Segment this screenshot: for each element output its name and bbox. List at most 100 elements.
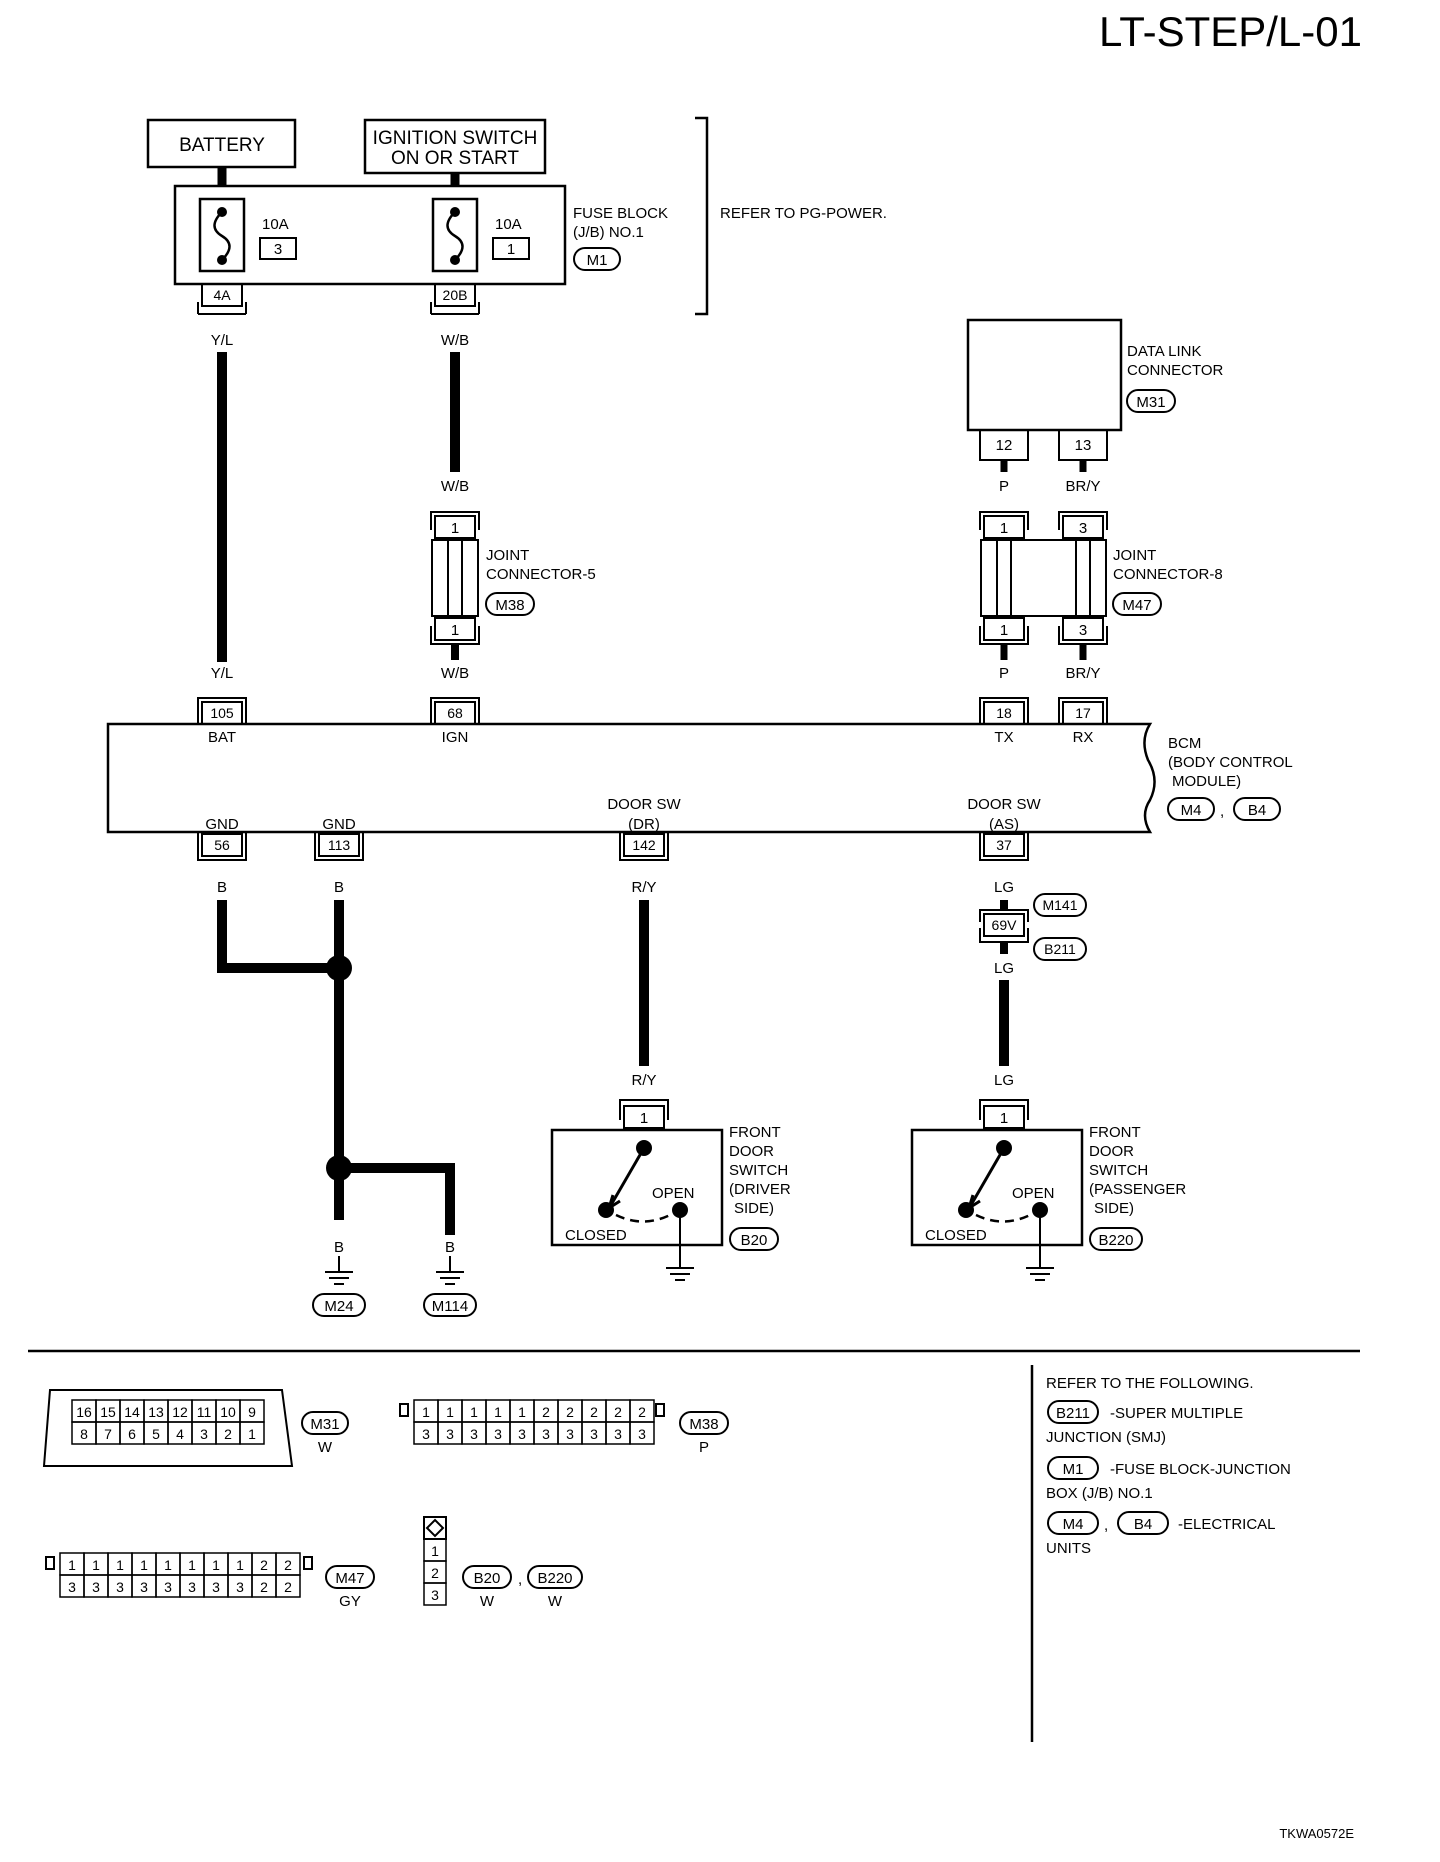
jc5-bottom-pin: 1 bbox=[451, 622, 459, 639]
connector-m31-pin-label: 6 bbox=[128, 1426, 136, 1442]
fuse-1-amp: 10A bbox=[262, 216, 289, 233]
bcm-label-as: (AS) bbox=[989, 816, 1019, 833]
svg-text:18: 18 bbox=[996, 705, 1012, 721]
driver-switch-pin: 1 bbox=[640, 1110, 648, 1127]
bcm-pin-113: 113 bbox=[314, 832, 364, 861]
connector-m38-pin-label: 3 bbox=[638, 1426, 646, 1442]
refer-2-line2: BOX (J/B) NO.1 bbox=[1046, 1485, 1153, 1502]
svg-text:M141: M141 bbox=[1042, 897, 1077, 913]
bcm-label-rx: RX bbox=[1073, 729, 1094, 746]
connector-m31-pin-label: 14 bbox=[124, 1404, 140, 1420]
driver-switch-label-1: FRONT bbox=[729, 1124, 781, 1141]
connector-m38-badge: M38 bbox=[679, 1411, 729, 1435]
fuse-2-icon bbox=[446, 211, 464, 261]
passenger-switch-label-1: FRONT bbox=[1089, 1124, 1141, 1141]
bcm-label-1: BCM bbox=[1168, 735, 1201, 752]
connector-m47-pin-label: 2 bbox=[260, 1579, 268, 1595]
connector-b220-color: W bbox=[548, 1593, 563, 1610]
svg-text:M4: M4 bbox=[1063, 1516, 1084, 1533]
bcm-label-3: MODULE) bbox=[1172, 773, 1241, 790]
ignition-label-line2: ON OR START bbox=[391, 148, 519, 169]
fuse-terminal-4a-label: 4A bbox=[213, 287, 231, 303]
driver-switch-label-3: SWITCH bbox=[729, 1162, 788, 1179]
jc5-label-1: JOINT bbox=[486, 547, 529, 564]
connector-m38-color: P bbox=[699, 1439, 709, 1456]
connector-m38-pin-label: 1 bbox=[494, 1404, 502, 1420]
connector-m31-pin-label: 11 bbox=[197, 1404, 212, 1420]
passenger-switch-label-4: (PASSENGER bbox=[1089, 1181, 1186, 1198]
dlc-label-1: DATA LINK bbox=[1127, 343, 1201, 360]
svg-text:B211: B211 bbox=[1056, 1405, 1090, 1422]
connector-m47-pin-label: 1 bbox=[212, 1557, 220, 1573]
connector-m47-pin-label: 1 bbox=[116, 1557, 124, 1573]
ground-badge-m114: M114 bbox=[423, 1293, 477, 1317]
connector-m47-pin-label: 3 bbox=[236, 1579, 244, 1595]
connector-m31-pin-label: 8 bbox=[80, 1426, 88, 1442]
svg-text:12: 12 bbox=[996, 437, 1013, 454]
bcm-body bbox=[106, 722, 1156, 834]
connector-m38-pin-label: 3 bbox=[566, 1426, 574, 1442]
passenger-door-switch: 1 OPEN CLOSED bbox=[910, 1099, 1084, 1281]
fuse-terminal-4a: 4A bbox=[197, 283, 247, 315]
ground-icon-m24 bbox=[325, 1256, 353, 1285]
fuse-terminal-20b: 20B bbox=[430, 283, 480, 315]
svg-text:142: 142 bbox=[632, 837, 656, 853]
wire-b-gnd-1 bbox=[217, 900, 339, 973]
passenger-switch-label-3: SWITCH bbox=[1089, 1162, 1148, 1179]
connector-b20-color: W bbox=[480, 1593, 495, 1610]
svg-text:68: 68 bbox=[447, 705, 463, 721]
bcm-pin-56: 56 bbox=[197, 832, 247, 861]
refer-badge-b211: B211 bbox=[1047, 1400, 1099, 1424]
wire-label-b-2: B bbox=[334, 879, 344, 896]
refer-badge-m1: M1 bbox=[1047, 1456, 1099, 1480]
bcm-pin-142: 142 bbox=[619, 832, 669, 861]
ground-icon-m114 bbox=[436, 1256, 464, 1285]
connector-m38-pin-label: 1 bbox=[446, 1404, 454, 1420]
connector-m47-badge: M47 bbox=[325, 1565, 375, 1589]
connector-m47-pin-label: 1 bbox=[68, 1557, 76, 1573]
joint-connector-8: 1 3 1 3 bbox=[979, 511, 1108, 645]
connector-m38-pin-label: 1 bbox=[518, 1404, 526, 1420]
connector-m47-pin-label: 1 bbox=[92, 1557, 100, 1573]
bcm-label-gnd-2: GND bbox=[322, 816, 356, 833]
connector-m47-pin-label: 2 bbox=[284, 1557, 292, 1573]
fuse-2-number: 1 bbox=[507, 241, 515, 258]
connector-m38-pin-label: 2 bbox=[590, 1404, 598, 1420]
svg-text:13: 13 bbox=[1075, 437, 1092, 454]
refer-3-line2: UNITS bbox=[1046, 1540, 1091, 1557]
driver-switch-closed: CLOSED bbox=[565, 1227, 627, 1244]
connector-b20-pin-label: 1 bbox=[431, 1543, 439, 1559]
svg-text:M31: M31 bbox=[310, 1416, 339, 1433]
connector-m47-pin-label: 3 bbox=[68, 1579, 76, 1595]
connector-b20-pin-label: 3 bbox=[431, 1587, 439, 1603]
connector-b20-face: 123 bbox=[423, 1516, 447, 1606]
svg-text:B220: B220 bbox=[537, 1570, 572, 1587]
fuse-2-amp: 10A bbox=[495, 216, 522, 233]
connector-m31-pin-label: 16 bbox=[76, 1404, 92, 1420]
bcm-label-tx: TX bbox=[994, 729, 1013, 746]
dlc-connector-badge: M31 bbox=[1126, 389, 1176, 413]
passenger-switch-closed: CLOSED bbox=[925, 1227, 987, 1244]
connector-m31-pin-label: 15 bbox=[100, 1404, 116, 1420]
connector-m38-pin-label: 3 bbox=[494, 1426, 502, 1442]
connector-m47-pin-label: 1 bbox=[188, 1557, 196, 1573]
wire-label-wb-bcm: W/B bbox=[441, 665, 469, 682]
svg-text:M114: M114 bbox=[432, 1298, 468, 1315]
ignition-switch-box: IGNITION SWITCH ON OR START bbox=[363, 118, 547, 175]
joint-connector-5: 1 1 bbox=[430, 511, 480, 645]
passenger-switch-open: OPEN bbox=[1012, 1185, 1055, 1202]
fuse-2-holder bbox=[431, 197, 479, 273]
svg-text:M4: M4 bbox=[1181, 802, 1202, 819]
refer-badge-m4: M4 bbox=[1047, 1511, 1099, 1535]
refer-3-sep: , bbox=[1104, 1517, 1108, 1534]
passenger-switch-badge: B220 bbox=[1089, 1227, 1143, 1251]
wire-label-ry-bottom: R/Y bbox=[631, 1072, 656, 1089]
passenger-switch-label-5: SIDE) bbox=[1094, 1200, 1134, 1217]
jc8-connector-badge: M47 bbox=[1112, 592, 1162, 616]
wire-label-lg-top: LG bbox=[994, 879, 1014, 896]
wire-label-ry-top: R/Y bbox=[631, 879, 656, 896]
connector-m31-pin-label: 10 bbox=[220, 1404, 236, 1420]
connector-m38-pin-label: 3 bbox=[542, 1426, 550, 1442]
